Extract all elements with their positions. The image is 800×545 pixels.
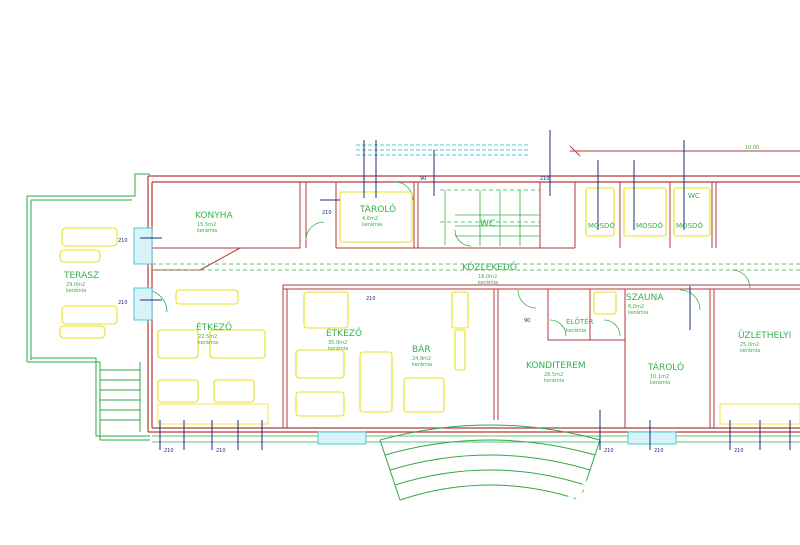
- outer-walls: [147, 175, 800, 433]
- room-area-uzlethelyiseg: 25.0m2: [740, 342, 759, 348]
- room-floor-konditerem: kerámia: [544, 377, 564, 384]
- room-area-szauna: 6.0m2: [628, 304, 644, 310]
- door-swings: [144, 181, 751, 337]
- staircase: [444, 190, 540, 246]
- room-name-mosdo2: MOSDÓ: [636, 221, 663, 230]
- interior-walls: [152, 182, 800, 428]
- room-name-eloter: ELŐTÉR: [566, 317, 594, 326]
- room-name-tarolo2: TÁROLÓ: [647, 361, 684, 373]
- room-area-terasz: 29.0m2: [66, 282, 85, 288]
- room-name-mosdo1: MOSDÓ: [588, 221, 615, 230]
- room-floor-etkezo1: kerámia: [198, 339, 218, 346]
- room-name-konditerem: KONDITEREM: [526, 361, 586, 371]
- room-name-wc: WC: [480, 219, 495, 229]
- room-floor-konyha: kerámia: [197, 227, 217, 234]
- room-floor-uzlethelyiseg: kerámia: [740, 347, 760, 354]
- bottom-wall-strips: [152, 435, 800, 443]
- dashed-guides: [152, 189, 800, 271]
- dimension-label: 210: [366, 296, 376, 302]
- room-labels: TERASZ 29.0m2 kerámia KONYHA 15.5m2 kerá…: [63, 192, 791, 386]
- dimension-label: 210: [734, 448, 744, 454]
- dimension-label: 90: [420, 176, 426, 182]
- room-floor-eloter: kerámia: [566, 327, 586, 334]
- dimension-markers: [140, 130, 791, 450]
- room-name-mosdo3: MOSDÓ: [676, 221, 703, 230]
- room-name-etkezo1: ÉTKEZŐ: [196, 321, 232, 333]
- chair-row: [157, 403, 800, 425]
- room-area-tarolo1: 4.6m2: [362, 216, 378, 222]
- top-dimension-label: 10.00: [745, 145, 759, 151]
- terrace-outline: [26, 173, 150, 441]
- room-area-konditerem: 28.5m2: [544, 372, 563, 378]
- room-name-etkezo2: ÉTKEZŐ: [326, 327, 362, 339]
- room-name-tarolo1: TÁROLÓ: [359, 203, 396, 215]
- watermark: openhouse: [558, 470, 800, 531]
- room-name-konyha: KONYHA: [195, 211, 233, 221]
- entrance-stairs: [100, 362, 141, 432]
- top-dimension-line: 10.00: [569, 145, 800, 157]
- room-name-kozlekedo: KÖZLEKEDŐ: [462, 262, 517, 273]
- dimension-label: 210: [118, 300, 128, 306]
- dimension-label: 210: [604, 448, 614, 454]
- room-area-etkezo1: 22.5m2: [198, 334, 217, 340]
- room-floor-terasz: kerámia: [66, 287, 86, 294]
- dimension-label: 210: [164, 448, 174, 454]
- room-floor-etkezo2: kerámia: [328, 345, 348, 352]
- roof-line: [356, 144, 530, 156]
- dimension-label: 210: [654, 448, 664, 454]
- dimension-label: 210: [540, 176, 550, 182]
- windows: [133, 227, 677, 445]
- room-name-uzlethelyiseg: ÜZLETHELYI: [738, 330, 791, 341]
- room-area-bar: 24.9m2: [412, 356, 431, 362]
- room-name-bar: BÁR: [412, 343, 431, 355]
- room-name-wc2: WC: [688, 192, 700, 200]
- room-area-kozlekedo: 18.0m2: [478, 274, 497, 280]
- house-icon: [558, 470, 638, 531]
- room-area-tarolo2: 10.1m2: [650, 374, 669, 380]
- dimension-labels: 210 210 210 210 210 90 210 210 210 210 2…: [118, 176, 744, 454]
- room-area-konyha: 15.5m2: [197, 222, 216, 228]
- room-name-szauna: SZAUNA: [626, 293, 664, 303]
- room-floor-kozlekedo: kerámia: [478, 279, 498, 286]
- room-floor-szauna: kerámia: [628, 309, 648, 316]
- furniture: [59, 187, 711, 417]
- room-floor-tarolo2: kerámia: [650, 379, 670, 386]
- room-area-etkezo2: 35.0m2: [328, 340, 347, 346]
- front-terrace: [379, 424, 601, 501]
- watermark-text: openhouse: [630, 489, 800, 528]
- dimension-label: 210: [118, 238, 128, 244]
- dimension-label: 90: [524, 318, 530, 324]
- dimension-label: 210: [216, 448, 226, 454]
- room-floor-bar: kerámia: [412, 361, 432, 368]
- room-name-terasz: TERASZ: [63, 271, 99, 281]
- dimension-label: 210: [322, 210, 332, 216]
- room-floor-tarolo1: kerámia: [362, 221, 382, 228]
